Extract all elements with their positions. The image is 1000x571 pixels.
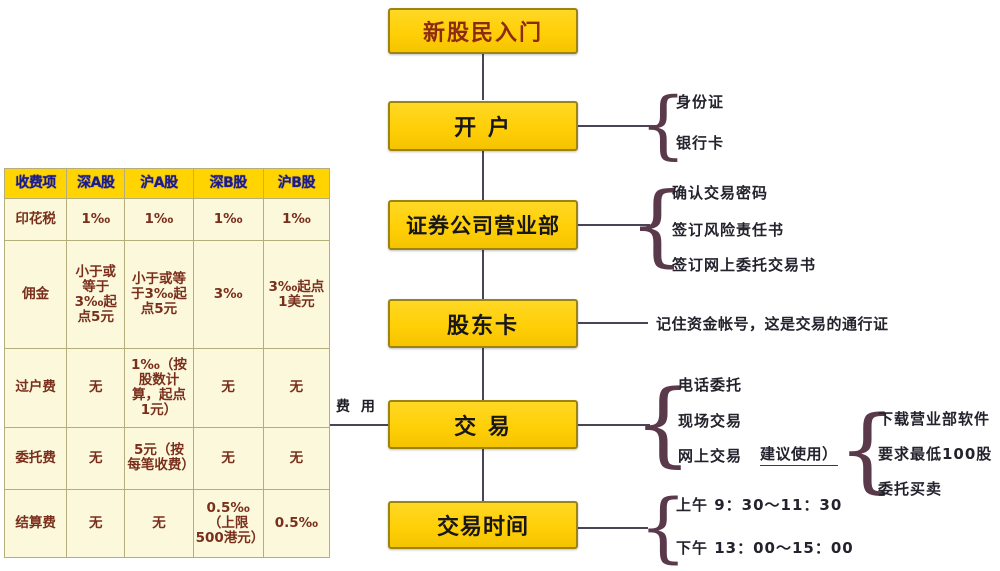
table-cell-value: 1‰ (262, 197, 331, 242)
node-shareholder-card-label: 股东卡 (446, 313, 519, 339)
node-root-label: 新股民入门 (422, 21, 543, 46)
connector-broker-to-card (482, 250, 484, 301)
table-cell-value: 小于或等于3‰起点5元 (66, 240, 126, 350)
brace-trade-time-icon: { (638, 482, 688, 571)
table-cell-value: 无 (124, 488, 194, 559)
table-row: 结算费 无 无 0.5‰（上限500港元） 0.5‰ (3, 488, 331, 559)
leaf-online-min-100-shares: 要求最低100股 (878, 445, 993, 463)
node-trade-time-label: 交易时间 (436, 515, 529, 540)
connector-table-to-trade (330, 424, 388, 426)
node-trade[interactable]: 交 易 (388, 400, 578, 449)
leaf-broker-online-agreement: 签订网上委托交易书 (672, 256, 817, 274)
table-cell-item: 印花税 (3, 197, 68, 242)
table-row: 印花税 1‰ 1‰ 1‰ 1‰ (3, 197, 331, 242)
table-cell-value: 5元（按每笔收费） (124, 426, 195, 490)
node-root[interactable]: 新股民入门 (388, 8, 578, 54)
table-col-header-sha: 沪A股 (124, 168, 194, 199)
brace-brokerage-icon: { (629, 173, 685, 276)
node-brokerage[interactable]: 证券公司营业部 (388, 200, 578, 250)
table-col-header-shb: 沪B股 (262, 168, 331, 199)
table-cell-value: 无 (66, 426, 126, 490)
connector-root-to-open (482, 54, 484, 100)
table-col-header-item: 收费项 (3, 168, 68, 199)
leaf-trade-phone: 电话委托 (678, 376, 743, 394)
table-cell-item: 结算费 (3, 488, 68, 559)
brace-open-account-icon: { (639, 82, 687, 168)
fee-table: 收费项 深A股 沪A股 深B股 沪B股 印花税 1‰ 1‰ 1‰ 1‰ 佣金 小… (3, 168, 331, 559)
leaf-online-place-order: 委托买卖 (878, 480, 943, 498)
connector-trade-branch (578, 424, 650, 426)
note-online-recommended: 建议使用） (760, 443, 838, 466)
table-cell-value: 1‰ (66, 197, 126, 242)
leaf-online-download-software: 下载营业部软件 (878, 410, 991, 428)
note-shareholder-card: 记住资金帐号，这是交易的通行证 (656, 315, 889, 333)
fee-connector-label: 费 用 (334, 396, 380, 416)
node-shareholder-card[interactable]: 股东卡 (388, 299, 578, 348)
brace-trade-icon: { (633, 370, 693, 477)
table-cell-value: 无 (262, 348, 331, 428)
connector-open-to-broker (482, 151, 484, 201)
brace-online-trade-icon: { (837, 396, 897, 503)
table-cell-value: 无 (66, 348, 126, 428)
connector-broker-branch (578, 224, 650, 226)
table-cell-value: 无 (262, 426, 331, 490)
table-cell-value: 无 (192, 426, 264, 490)
leaf-open-bank-card: 银行卡 (676, 134, 725, 152)
table-cell-item: 佣金 (3, 240, 68, 350)
table-cell-value: 无 (66, 488, 126, 559)
table-cell-value: 3‰ (192, 240, 264, 350)
table-col-header-szb: 深B股 (192, 168, 264, 199)
leaf-trade-online: 网上交易 (678, 447, 743, 465)
table-cell-value: 小于或等于3‰起点5元 (124, 240, 194, 350)
leaf-broker-risk-agreement: 签订风险责任书 (672, 221, 785, 239)
leaf-broker-confirm-password: 确认交易密码 (672, 184, 769, 202)
connector-time-branch (578, 527, 648, 529)
node-trade-label: 交 易 (454, 414, 512, 440)
node-open-account-label: 开 户 (454, 116, 512, 141)
node-brokerage-label: 证券公司营业部 (406, 214, 560, 238)
table-row: 过户费 无 1‰（按股数计算，起点1元） 无 无 (3, 348, 331, 428)
table-header-row: 收费项 深A股 沪A股 深B股 沪B股 (3, 168, 331, 199)
connector-trade-to-time (482, 449, 484, 501)
leaf-trade-onsite: 现场交易 (678, 412, 743, 430)
table-cell-value: 1‰ (192, 197, 264, 242)
leaf-open-id-card: 身份证 (676, 93, 725, 111)
table-cell-value: 3‰起点1美元 (262, 240, 331, 350)
table-cell-item: 过户费 (3, 348, 68, 428)
table-row: 委托费 无 5元（按每笔收费） 无 无 (3, 426, 331, 490)
table-cell-value: 1‰（按股数计算，起点1元） (124, 348, 194, 428)
table-cell-item: 委托费 (3, 426, 68, 490)
connector-card-to-trade (482, 348, 484, 400)
table-row: 佣金 小于或等于3‰起点5元 小于或等于3‰起点5元 3‰ 3‰起点1美元 (3, 240, 331, 350)
table-cell-value: 无 (192, 348, 264, 428)
table-cell-value: 1‰ (124, 197, 194, 242)
leaf-time-afternoon: 下午 13：00～15：00 (676, 539, 854, 557)
table-col-header-sza: 深A股 (66, 168, 126, 199)
table-cell-value: 0.5‰ (262, 488, 331, 559)
connector-card-branch (578, 322, 648, 324)
node-open-account[interactable]: 开 户 (388, 101, 578, 151)
node-trade-time[interactable]: 交易时间 (388, 501, 578, 549)
connector-open-branch (578, 125, 656, 127)
leaf-time-morning: 上午 9：30～11：30 (676, 496, 843, 514)
table-cell-value: 0.5‰（上限500港元） (192, 488, 264, 559)
